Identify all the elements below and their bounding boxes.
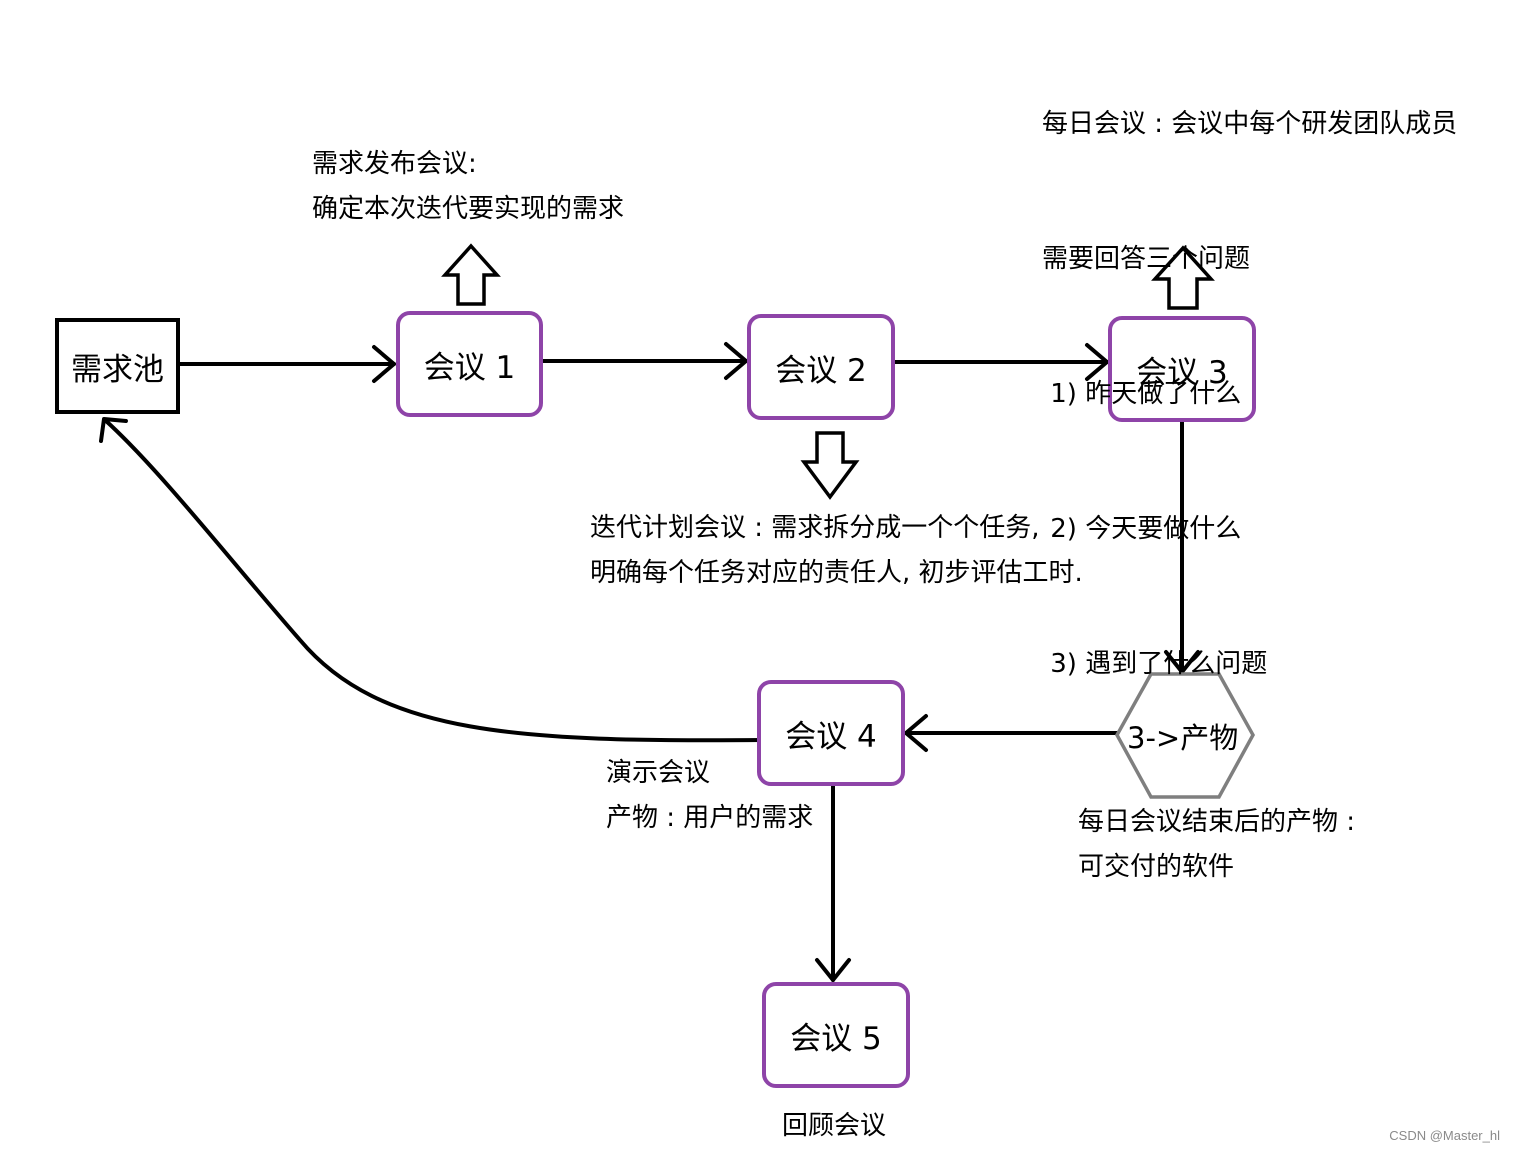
note-line: 每日会议 : 会议中每个研发团队成员 — [1042, 109, 1458, 139]
note-line: 每日会议结束后的产物 : — [1078, 807, 1356, 837]
product-label: 3->产物 — [1127, 721, 1239, 755]
note-daily-product: 每日会议结束后的产物 : 可交付的软件 — [1078, 800, 1355, 890]
note-line: 确定本次迭代要实现的需求 — [312, 194, 625, 224]
block-arrow-down-m2-icon — [800, 431, 860, 500]
product-hexagon — [1115, 672, 1255, 799]
meeting-1-label: 会议 1 — [423, 349, 516, 386]
meeting-4-box: 会议 4 — [757, 680, 905, 786]
arrowhead-m5 — [815, 958, 851, 982]
note-line: 迭代计划会议 : 需求拆分成一个个任务, — [590, 513, 1040, 543]
note-line: 需求发布会议: — [312, 149, 477, 179]
meeting-2-box: 会议 2 — [747, 314, 895, 420]
arrowhead-product — [1164, 650, 1200, 674]
arrowhead-m4 — [904, 714, 928, 752]
meeting-3-label: 会议 3 — [1136, 354, 1228, 391]
note-line: 演示会议 — [606, 758, 711, 788]
requirement-pool-box: 需求池 — [55, 318, 180, 414]
note-daily-meeting: 每日会议 : 会议中每个研发团队成员 需要回答三个问题 1) 昨天做了什么 2)… — [1042, 12, 1457, 777]
arrow-m4-to-pool — [103, 418, 764, 743]
note-line: 明确每个任务对应的责任人, 初步评估工时. — [590, 558, 1083, 588]
note-line: 需要回答三个问题 — [1042, 244, 1251, 274]
watermark: CSDN @Master_hl — [1389, 1128, 1500, 1143]
note-retrospective: 回顾会议 — [782, 1111, 887, 1141]
meeting-1-box: 会议 1 — [396, 311, 543, 417]
meeting-3-box: 会议 3 — [1108, 316, 1256, 422]
arrowhead-pool — [99, 417, 128, 443]
note-line: 2) 今天要做什么 — [1042, 514, 1242, 544]
block-arrow-up-m1-icon — [441, 243, 501, 306]
meeting-4-label: 会议 4 — [785, 718, 877, 755]
arrowhead-m3 — [1085, 343, 1109, 381]
meeting-5-box: 会议 5 — [762, 982, 910, 1088]
note-line: 产物 : 用户的需求 — [606, 803, 814, 833]
note-line: 可交付的软件 — [1078, 852, 1235, 882]
note-iteration-planning: 迭代计划会议 : 需求拆分成一个个任务, 明确每个任务对应的责任人, 初步评估工… — [590, 506, 1083, 596]
requirement-pool-label: 需求池 — [71, 351, 164, 388]
block-arrow-up-m3-icon — [1151, 245, 1215, 310]
meeting-2-label: 会议 2 — [775, 352, 867, 389]
note-demo-meeting: 演示会议 产物 : 用户的需求 — [606, 751, 813, 841]
arrowhead-m2 — [724, 342, 748, 380]
note-line: 1) 昨天做了什么 — [1042, 379, 1242, 409]
arrowhead-m1 — [372, 345, 396, 383]
note-release-meeting: 需求发布会议: 确定本次迭代要实现的需求 — [312, 142, 624, 232]
meeting-5-label: 会议 5 — [790, 1020, 882, 1057]
note-line: 3) 遇到了什么问题 — [1042, 649, 1268, 679]
